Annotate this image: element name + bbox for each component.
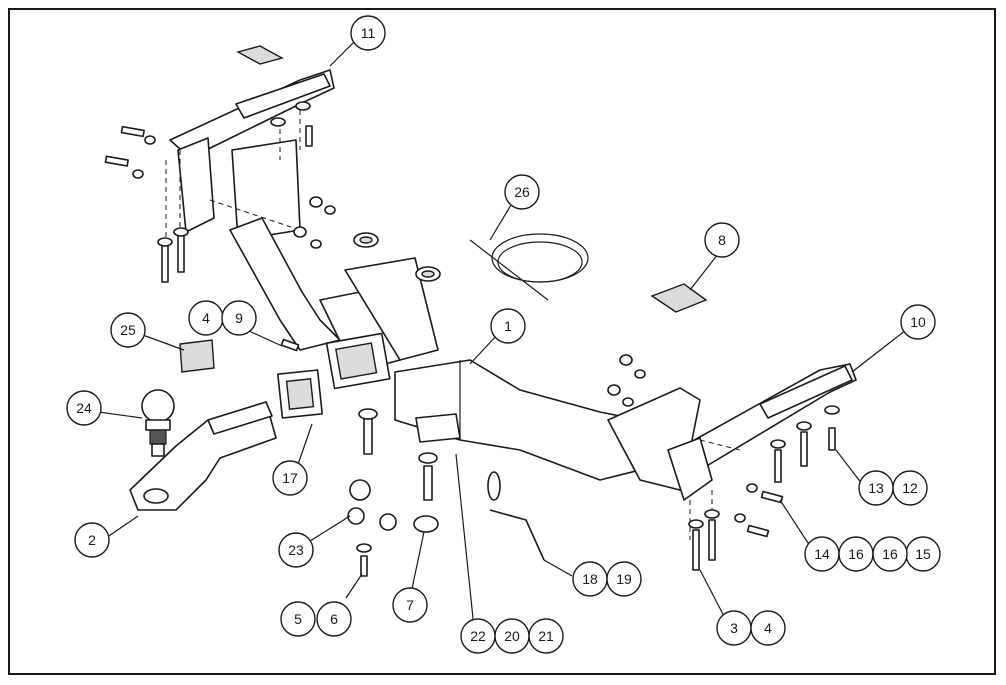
svg-text:15: 15: [915, 546, 931, 562]
svg-text:14: 14: [814, 546, 830, 562]
callout-4-left: 4: [188, 300, 224, 336]
svg-text:17: 17: [282, 470, 298, 486]
callout-18: 18: [572, 561, 608, 597]
svg-text:20: 20: [504, 628, 520, 644]
svg-text:1: 1: [504, 318, 512, 334]
svg-text:6: 6: [330, 611, 338, 627]
svg-text:9: 9: [235, 310, 243, 326]
right-bracket: [667, 363, 857, 540]
callout-1: 1: [490, 308, 526, 344]
svg-text:23: 23: [288, 542, 304, 558]
callout-22: 22: [460, 618, 496, 654]
callout-16-b: 16: [872, 536, 908, 572]
callout-10: 10: [900, 304, 936, 340]
svg-text:10: 10: [910, 314, 926, 330]
callout-5: 5: [280, 601, 316, 637]
svg-text:24: 24: [76, 400, 92, 416]
svg-text:3: 3: [730, 620, 738, 636]
callout-16-a: 16: [838, 536, 874, 572]
callout-19: 19: [606, 561, 642, 597]
crossbar-fasteners: [353, 232, 646, 407]
svg-text:8: 8: [718, 232, 726, 248]
svg-text:11: 11: [361, 25, 376, 41]
svg-text:21: 21: [538, 628, 554, 644]
svg-text:25: 25: [120, 322, 136, 338]
callout-26: 26: [504, 174, 540, 210]
hitch-cover: [277, 369, 323, 419]
callout-2: 2: [74, 522, 110, 558]
shackles: [280, 338, 439, 577]
ball-mount-tongue: [129, 401, 277, 511]
svg-text:4: 4: [764, 620, 772, 636]
svg-text:19: 19: [616, 571, 632, 587]
callout-6: 6: [316, 601, 352, 637]
svg-text:4: 4: [202, 310, 210, 326]
callout-9: 9: [221, 300, 257, 336]
svg-text:7: 7: [406, 597, 414, 613]
left-bracket-bolts: [104, 101, 336, 283]
svg-text:16: 16: [882, 546, 898, 562]
callout-25: 25: [110, 312, 146, 348]
svg-text:2: 2: [88, 532, 96, 548]
callout-20: 20: [494, 618, 530, 654]
svg-text:26: 26: [514, 184, 530, 200]
callout-13: 13: [858, 470, 894, 506]
svg-text:12: 12: [902, 480, 918, 496]
callout-17: 17: [272, 460, 308, 496]
callout-11: 11: [350, 15, 386, 51]
callout-12: 12: [892, 470, 928, 506]
label-sticker: [179, 339, 215, 373]
callout-4-right: 4: [750, 610, 786, 646]
callout-14: 14: [804, 536, 840, 572]
callout-23: 23: [278, 532, 314, 568]
callouts: 1 2 3 4 4 5 6 7 8 9 10 11 12 13 14 15 16…: [66, 15, 941, 654]
callout-15: 15: [905, 536, 941, 572]
tow-ball: [141, 389, 175, 457]
right-bracket-bolts: [688, 405, 840, 571]
svg-text:13: 13: [868, 480, 884, 496]
left-bracket: [165, 45, 335, 241]
svg-text:22: 22: [470, 628, 486, 644]
hitch-pin-clip: [487, 471, 545, 561]
callout-21: 21: [528, 618, 564, 654]
plate-8: [650, 283, 708, 313]
callout-24: 24: [66, 390, 102, 426]
callout-3: 3: [716, 610, 752, 646]
wiring-coil: [469, 233, 589, 301]
callout-7: 7: [392, 587, 428, 623]
svg-text:18: 18: [582, 571, 598, 587]
svg-text:16: 16: [848, 546, 864, 562]
callout-8: 8: [704, 222, 740, 258]
leader-lines: [83, 39, 907, 629]
main-crossbar: [229, 217, 701, 491]
svg-text:5: 5: [294, 611, 302, 627]
